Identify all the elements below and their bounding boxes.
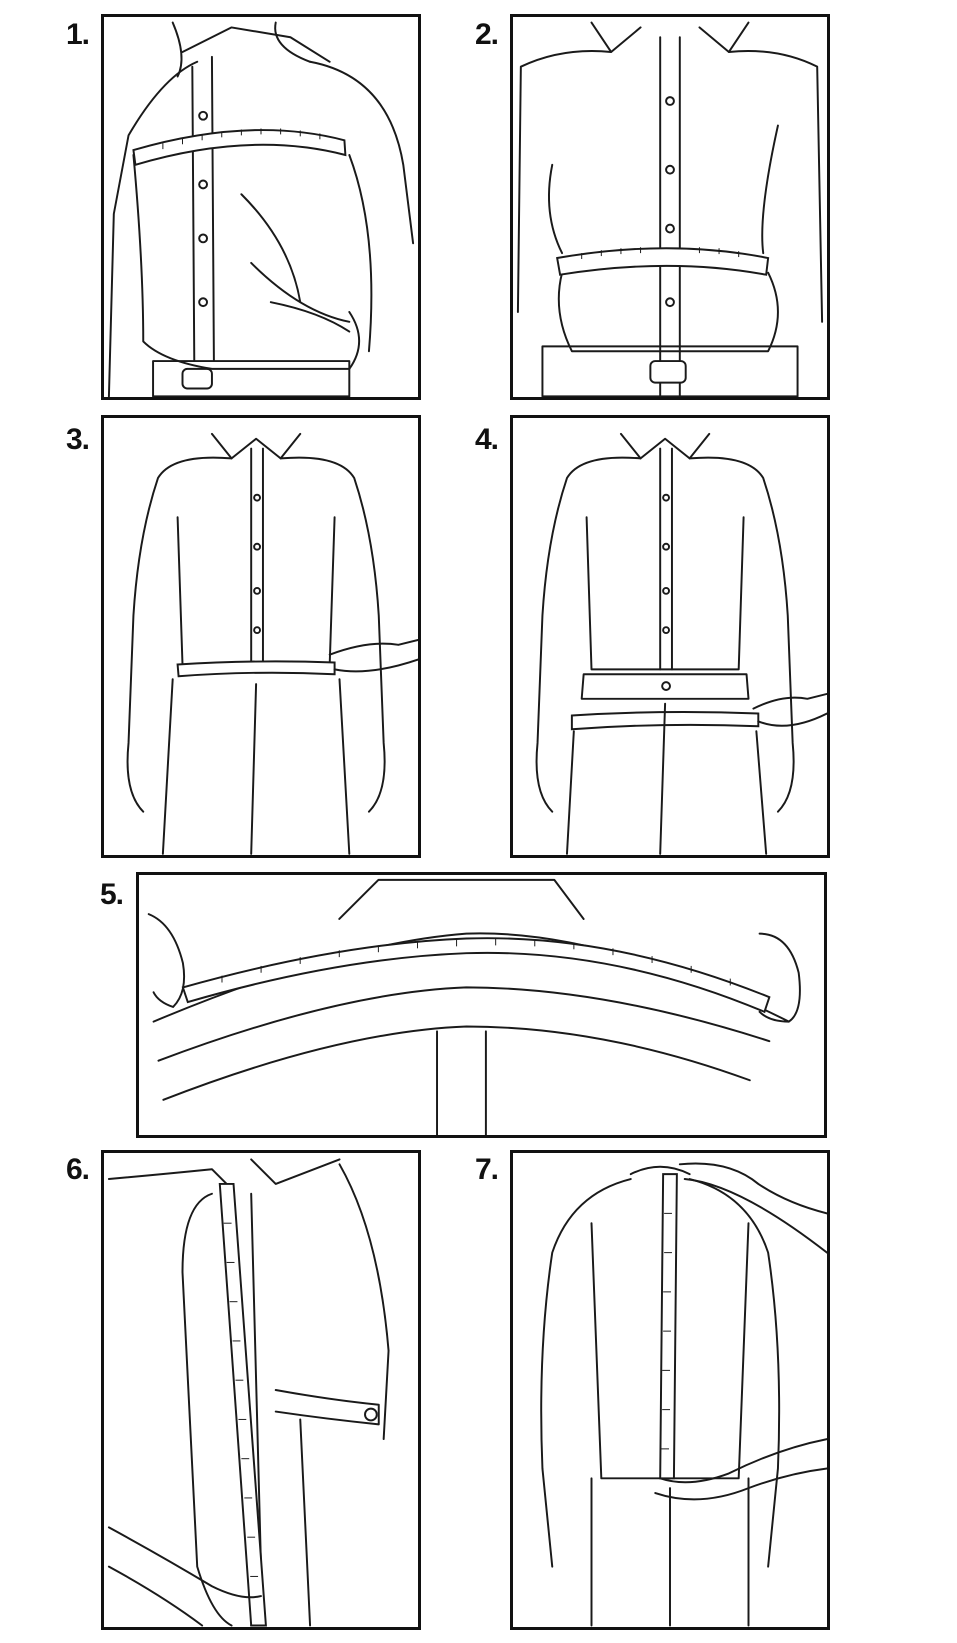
- illustration-panel-seat: [510, 415, 830, 858]
- sleeve-length-measurement-illustration: [107, 1158, 390, 1627]
- illustration-panel-shoulders: [136, 872, 827, 1138]
- illustration-panel-length: [510, 1150, 830, 1630]
- step-number-2: 2.: [475, 18, 499, 51]
- seat-measurement-illustration: [535, 432, 827, 855]
- illustration-panel-chest: [101, 14, 421, 400]
- shirt-length-measurement-illustration: [540, 1162, 827, 1627]
- step-number-5: 5.: [100, 878, 124, 911]
- illustration-panel-stomach: [510, 14, 830, 400]
- illustration-panel-sleeve: [101, 1150, 421, 1630]
- waist-measurement-illustration: [126, 432, 418, 855]
- step-number-7: 7.: [475, 1153, 499, 1186]
- step-number-6: 6.: [66, 1153, 90, 1186]
- stomach-measurement-illustration: [516, 21, 824, 397]
- chest-measurement-illustration: [107, 21, 415, 397]
- illustration-panel-waist: [101, 415, 421, 858]
- step-number-4: 4.: [475, 423, 499, 456]
- step-number-1: 1.: [66, 18, 90, 51]
- shoulder-width-measurement-illustration: [147, 878, 801, 1135]
- step-number-3: 3.: [66, 423, 90, 456]
